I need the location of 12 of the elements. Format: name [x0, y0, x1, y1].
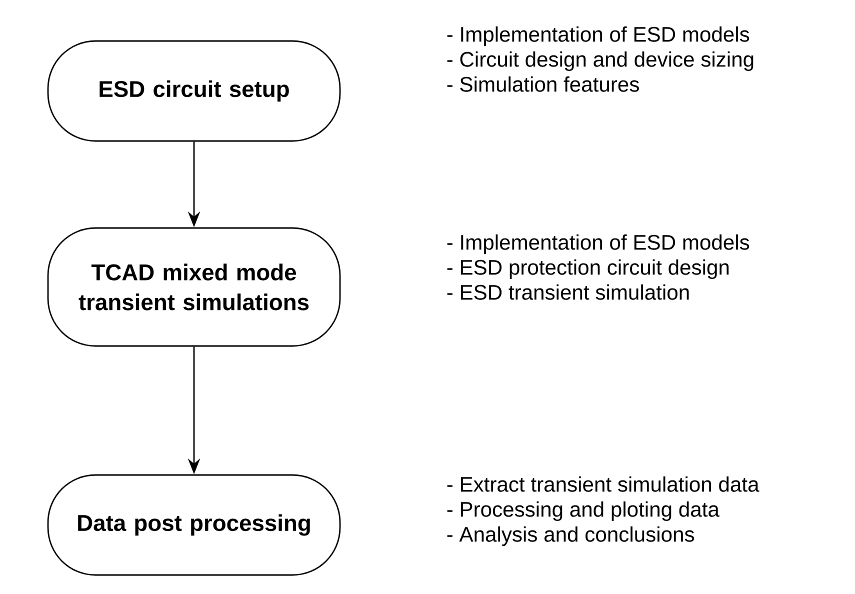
list-item: - Extract transient simulation data — [447, 476, 760, 492]
process-box: ESD circuit setup — [47, 40, 341, 142]
list-item: - Processing and ploting data — [447, 501, 720, 522]
list-item: - Simulation features — [447, 76, 639, 92]
process-box: TCAD mixed mode transient simulations — [47, 227, 341, 347]
list-item: - Analysis and conclusions — [447, 526, 694, 546]
list-item: - Implementation of ESD models — [447, 26, 750, 46]
list-item: - ESD protection circuit design — [447, 259, 729, 280]
process-box: Data post processing — [47, 474, 341, 576]
list-item: - ESD transient simulation — [447, 284, 689, 300]
list-item: - Implementation of ESD models — [447, 234, 750, 254]
list-item: - Circuit design and device sizing — [447, 51, 754, 72]
